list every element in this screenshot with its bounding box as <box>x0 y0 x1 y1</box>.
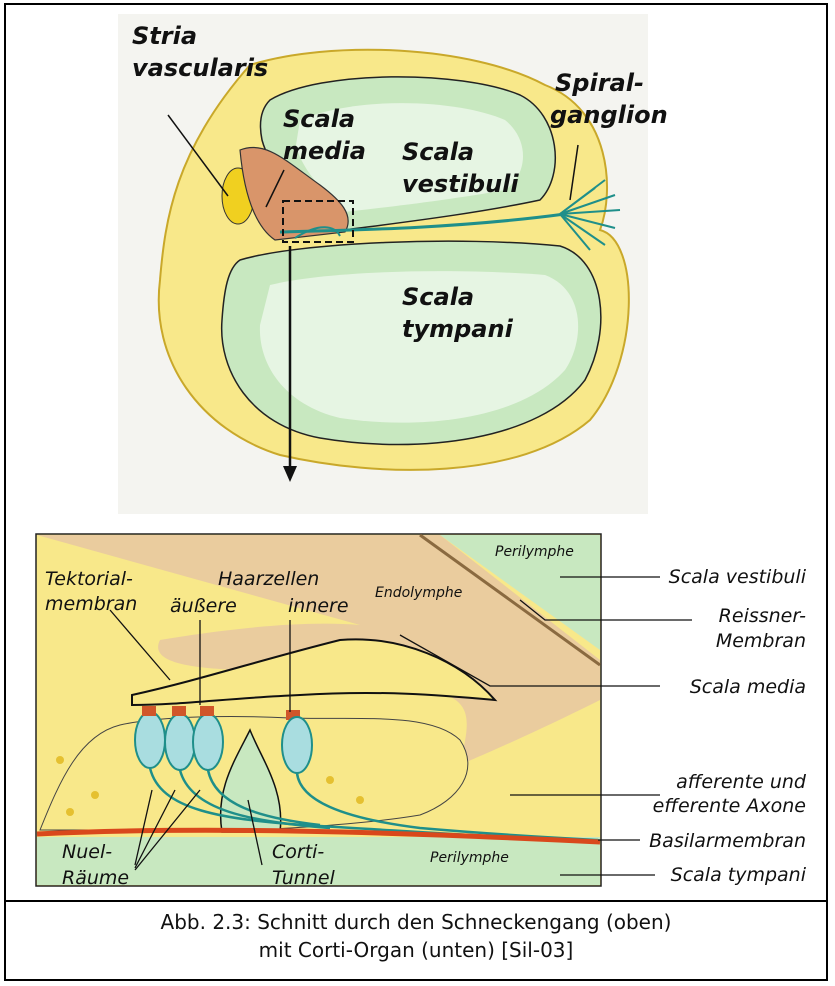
caption-box: Abb. 2.3: Schnitt durch den Schneckengan… <box>4 900 828 981</box>
label-membran: membran <box>45 593 137 615</box>
label-aeussere: äußere <box>170 595 237 617</box>
label-ganglion: ganglion <box>550 101 668 129</box>
label-stria: Stria <box>132 22 197 50</box>
inner-hair-cell <box>282 717 312 773</box>
label-scala-vestibuli: Scala <box>402 138 474 166</box>
label-endolymphe: Endolymphe <box>375 585 462 601</box>
label-perilymphe-top: Perilymphe <box>495 544 574 560</box>
label-raeume: Räume <box>62 867 129 889</box>
label-right-scala-vestibuli: Scala vestibuli <box>669 566 807 588</box>
label-scala-tympani: Scala <box>402 283 474 311</box>
outer-hair-cells <box>135 712 223 770</box>
label-corti: Corti- <box>272 841 324 863</box>
label-tektorial: Tektorial- <box>45 568 133 590</box>
label-innere: innere <box>288 595 349 617</box>
label-basilarmembran: Basilarmembran <box>649 830 806 852</box>
label-media: media <box>283 137 366 165</box>
label-reissner: Reissner- <box>719 605 806 627</box>
corti-organ-detail: Tektorial- membran Haarzellen äußere inn… <box>36 534 601 889</box>
label-reissner-membran: Membran <box>716 630 806 652</box>
label-vestibuli: vestibuli <box>402 170 519 198</box>
label-efferente: efferente Axone <box>653 795 806 817</box>
label-perilymphe-bottom: Perilymphe <box>430 850 509 866</box>
label-haarzellen: Haarzellen <box>218 568 319 590</box>
label-vascularis: vascularis <box>132 54 268 82</box>
caption-line-1: Abb. 2.3: Schnitt durch den Schneckengan… <box>4 910 828 934</box>
label-right-scala-media: Scala media <box>690 676 806 698</box>
caption-line-2: mit Corti-Organ (unten) [Sil-03] <box>4 938 828 962</box>
label-tunnel: Tunnel <box>272 867 336 889</box>
label-spiral: Spiral- <box>555 69 644 97</box>
label-tympani: tympani <box>402 315 514 343</box>
label-right-scala-tympani: Scala tympani <box>671 864 807 886</box>
cochlear-duct-section: Stria vascularis Scala media Scala vesti… <box>118 14 668 514</box>
label-scala-media: Scala <box>283 105 355 133</box>
label-nuel: Nuel- <box>62 841 112 863</box>
label-afferente: afferente und <box>676 771 807 793</box>
